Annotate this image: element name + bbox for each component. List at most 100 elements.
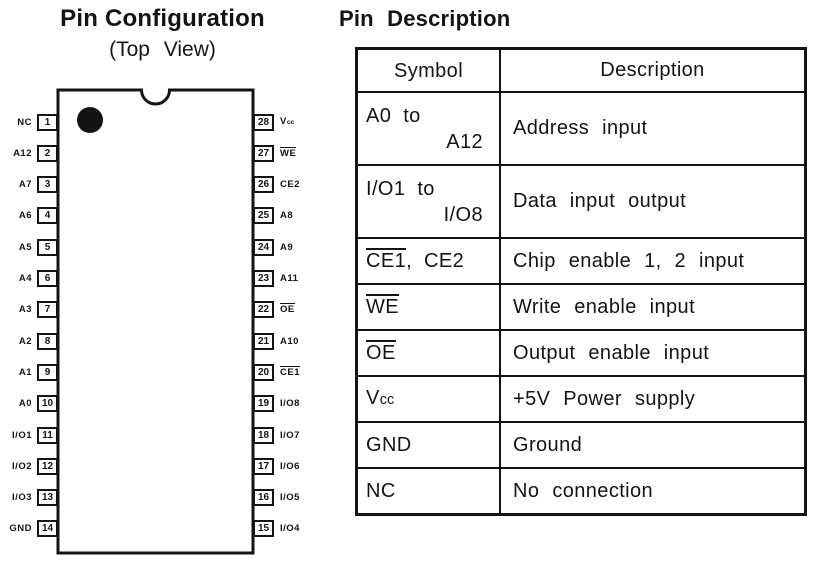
pin-label: A9 [280,241,294,253]
pin-number-box: 24 [253,239,274,256]
chip-pin: 26 CE2 [253,176,348,193]
pin-label-text: A2 [18,335,32,347]
symbol-overline: WE [366,294,400,318]
symbol-cell: I/O1 to I/O8 [358,166,501,237]
pin-label: I/O2 [12,460,32,472]
pin-number-box: 4 [37,207,58,224]
pin-label: A4 [19,273,32,284]
pin-label: A2 [18,335,32,347]
chip-pin: A2 8 [0,333,58,350]
pin-label-text: A8 [280,209,294,221]
description-column-header: Description [600,59,705,81]
table-row: Vcc +5V Power supply [358,375,804,421]
pin-label: A0 [19,398,32,409]
pin-label: A10 [280,335,299,347]
pin-label: A3 [18,303,32,315]
symbol-column-header: Symbol [358,50,501,91]
pin-label-text: A10 [280,335,299,347]
symbol-subscript: cc [379,392,395,408]
chip-pin: A4 6 [0,270,58,287]
pin-number-box: 19 [253,395,274,412]
symbol-text: A0 to [366,104,421,127]
symbol-cell: NC [358,469,501,513]
pin-label-overline: OE [280,302,295,315]
chip-pin: 22 OE [253,301,348,318]
chip-pin: 20 CE1 [253,364,348,381]
symbol-cell: OE [358,331,501,375]
pin-number-box: 21 [253,333,274,350]
chip-pin: GND 14 [0,520,58,537]
symbol-cell: WE [358,285,501,329]
description-cell: Write enable input [513,295,696,318]
pin-number-box: 1 [37,114,58,131]
symbol-text: NC [366,480,396,502]
pin-label: A5 [18,241,32,253]
symbol-cell: Vcc [358,377,501,421]
table-body: A0 to A12 Address input I/O1 to I/O8 Dat… [358,91,804,513]
chip-pin: NC 1 [0,114,58,131]
table-row: I/O1 to I/O8 Data input output [358,164,804,237]
pin-label-text: I/O5 [280,491,300,503]
symbol-cell: CE1, CE2 [358,239,501,283]
table-row: OE Output enable input [358,329,804,375]
pin-description-table: Symbol Description A0 to A12 Address inp… [355,47,807,516]
pin-label-text: I/O2 [12,460,32,472]
pin-label-text: I/O6 [280,460,300,472]
chip-body [56,88,255,555]
pin-number-box: 11 [37,427,58,444]
chip-pin: 21 A10 [253,333,348,350]
pin-number-box: 3 [37,176,58,193]
pin-number-box: 22 [253,301,274,318]
symbol-line2: A12 [446,130,483,153]
pin-label-text: NC [17,116,32,128]
chip-pin: 15 I/O4 [253,520,348,537]
chip-pin: 18 I/O7 [253,427,348,444]
chip-pin: A0 10 [0,395,58,412]
chip-pin: 16 I/O5 [253,489,348,506]
pin-number-box: 5 [37,239,58,256]
symbol-line1: CE1, CE2 [366,248,491,274]
table-header-row: Symbol Description [358,50,804,91]
chip-pin: A5 5 [0,239,58,256]
pin-label: A11 [280,273,298,284]
pin-label-text: I/O7 [280,429,300,441]
chip-pin: A3 7 [0,301,58,318]
pin-label-text: V [280,116,287,127]
chip-pin: A6 4 [0,207,58,224]
pin-label-text: GND [9,522,32,534]
pin-label: A6 [19,210,32,221]
pin-number-box: 7 [37,301,58,318]
pin-description-title: Pin Description [339,6,511,31]
pin-label: I/O5 [280,491,300,503]
symbol-cell: GND [358,423,501,467]
chip-pin: 25 A8 [253,207,348,224]
pin-label-text: A5 [18,241,32,253]
table-row: CE1, CE2 Chip enable 1, 2 input [358,237,804,283]
chip-pin: A12 2 [0,145,58,162]
pin-label: WE [280,146,297,159]
pin-number-box: 25 [253,207,274,224]
chip-pin: I/O2 12 [0,458,58,475]
pin-label-text: A9 [280,241,294,253]
symbol-line1: A0 to [366,103,491,129]
pin-configuration-title: Pin Configuration [60,5,265,32]
pin-number-box: 9 [37,364,58,381]
pin-label-text: I/O8 [280,397,300,409]
symbol-line1: GND [366,432,491,458]
symbol-text: GND [366,434,412,456]
pin-label: NC [17,116,32,128]
symbol-line1: WE [366,294,491,320]
pin-label-text: I/O1 [12,429,32,441]
pin-label-text: I/O4 [280,522,300,534]
chip-pin: 27 WE [253,145,348,162]
pin-number-box: 28 [253,114,274,131]
pin-label: A1 [19,367,32,378]
pin-label-text: A3 [18,303,32,315]
pin-label: I/O8 [280,397,300,409]
pin-label-text: A7 [18,178,32,190]
pin-number-box: 14 [37,520,58,537]
chip-pin: 28 Vcc [253,114,348,131]
pin-label-text: CE2 [280,178,300,190]
table-row: A0 to A12 Address input [358,91,804,164]
pin-label: A12 [13,148,32,159]
